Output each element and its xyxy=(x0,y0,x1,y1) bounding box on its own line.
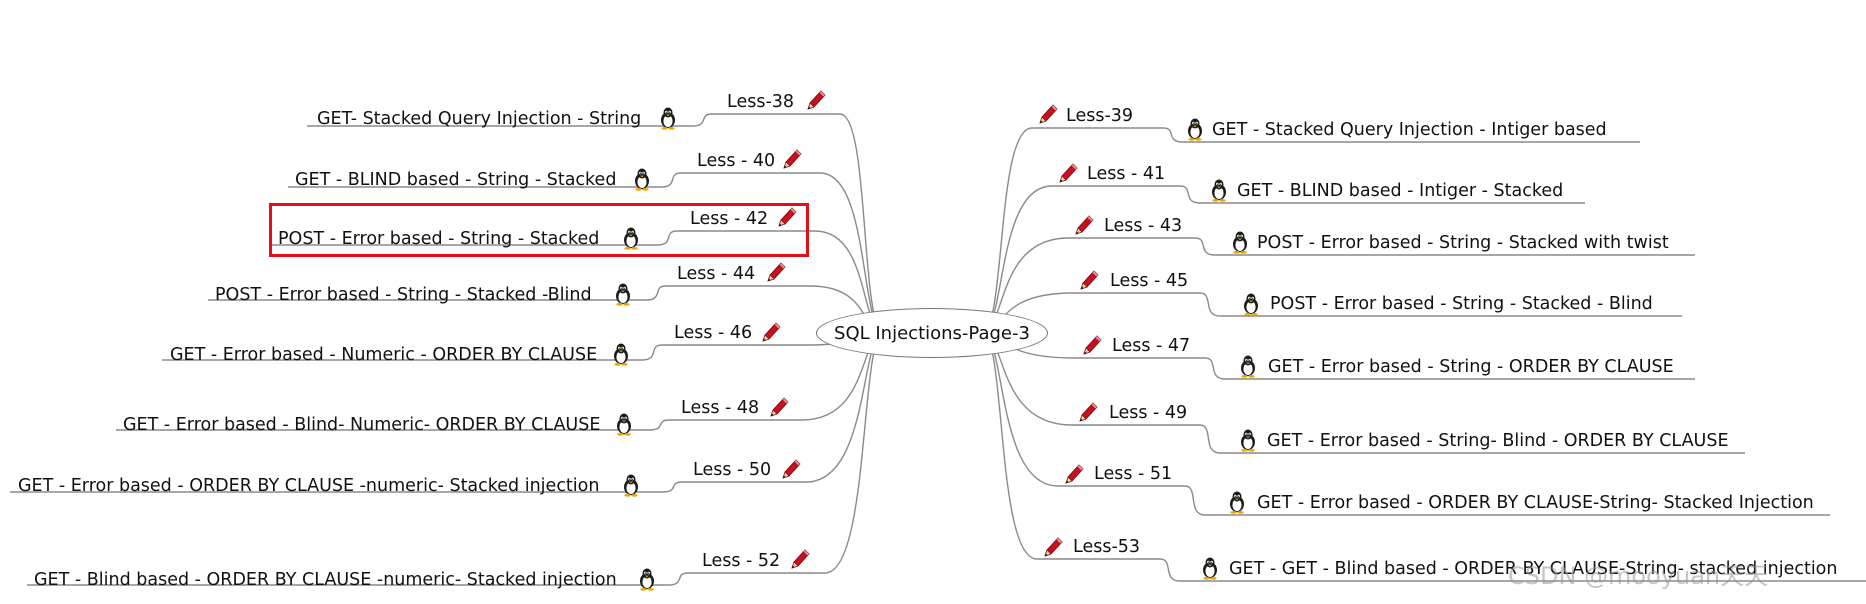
branch-connector xyxy=(691,113,713,127)
tux-penguin-icon xyxy=(636,567,658,591)
central-node[interactable]: SQL Injections-Page-3 xyxy=(816,308,1048,358)
tux-penguin-icon xyxy=(1184,117,1206,141)
less-node-label[interactable]: Less-53 xyxy=(1073,537,1141,557)
topic-node-label[interactable]: GET - Error based - String- Blind - ORDE… xyxy=(1267,431,1729,451)
left-trunk-line xyxy=(819,172,885,333)
pencil-icon xyxy=(780,457,802,481)
less-node-label[interactable]: Less-39 xyxy=(1066,106,1134,126)
topic-node-label[interactable]: POST - Error based - String - Stacked -B… xyxy=(215,285,592,305)
pencil-icon xyxy=(781,147,803,171)
tux-penguin-icon xyxy=(1226,490,1248,514)
tux-penguin-icon xyxy=(1240,292,1262,316)
topic-node-label[interactable]: GET - Error based - Blind- Numeric- ORDE… xyxy=(123,415,601,435)
branch-connector xyxy=(1179,185,1201,204)
tux-penguin-icon xyxy=(620,473,642,497)
topic-node-label[interactable]: POST - Error based - String - Stacked wi… xyxy=(1257,233,1669,253)
less-node-label[interactable]: Less - 41 xyxy=(1087,164,1166,184)
topic-node-label[interactable]: GET - BLIND based - Intiger - Stacked xyxy=(1237,181,1564,201)
branch-connector xyxy=(660,172,682,188)
tux-penguin-icon xyxy=(1208,178,1230,202)
tux-penguin-icon xyxy=(1229,230,1251,254)
less-node-label[interactable]: Less - 43 xyxy=(1104,216,1183,236)
pencil-icon xyxy=(1063,462,1085,486)
less-node-label[interactable]: Less - 40 xyxy=(697,151,776,171)
topic-node-label[interactable]: GET - BLIND based - String - Stacked xyxy=(295,170,617,190)
pencil-icon xyxy=(765,260,787,284)
tux-penguin-icon xyxy=(620,226,642,250)
watermark-text: CSDN @mooyuan天天 xyxy=(1508,562,1769,590)
branch-connector xyxy=(1199,292,1221,317)
right-trunk-line xyxy=(981,331,1038,560)
branch-connector xyxy=(1184,485,1206,516)
topic-node-label[interactable]: GET - Stacked Query Injection - Intiger … xyxy=(1212,120,1607,140)
pencil-icon xyxy=(1057,161,1079,185)
less-node-label[interactable]: Less - 49 xyxy=(1109,403,1188,423)
pencil-icon xyxy=(805,88,827,112)
topic-node-label[interactable]: POST - Error based - String - Stacked xyxy=(278,229,600,249)
pencil-icon xyxy=(1078,268,1100,292)
less-node-label[interactable]: Less - 51 xyxy=(1094,464,1173,484)
tux-penguin-icon xyxy=(1199,556,1221,580)
pencil-icon xyxy=(768,395,790,419)
pencil-icon xyxy=(776,205,798,229)
topic-node-label[interactable]: GET - Error based - Numeric - ORDER BY C… xyxy=(170,345,598,365)
pencil-icon xyxy=(1077,400,1099,424)
left-trunk-line xyxy=(839,113,885,333)
tux-penguin-icon xyxy=(612,282,634,306)
branch-connector xyxy=(661,481,683,493)
less-node-label[interactable]: Less - 42 xyxy=(690,209,769,229)
branch-connector xyxy=(1199,424,1221,454)
pencil-icon xyxy=(789,547,811,571)
less-node-label[interactable]: Less - 46 xyxy=(674,323,753,343)
topic-node-label[interactable]: GET - Error based - String - ORDER BY CL… xyxy=(1268,357,1674,377)
topic-node-label[interactable]: POST - Error based - String - Stacked - … xyxy=(1270,294,1653,314)
tux-penguin-icon xyxy=(631,167,653,191)
less-node-label[interactable]: Less - 52 xyxy=(702,551,781,571)
branch-connector xyxy=(1159,558,1181,582)
pencil-icon xyxy=(1073,213,1095,237)
branch-connector xyxy=(648,419,670,431)
branch-connector xyxy=(1204,357,1226,380)
topic-node-label[interactable]: GET - Error based - ORDER BY CLAUSE -num… xyxy=(18,476,600,496)
tux-penguin-icon xyxy=(657,106,679,130)
less-node-label[interactable]: Less - 44 xyxy=(677,264,756,284)
topic-node-label[interactable]: GET - GET - Blind based - ORDER BY CLAUS… xyxy=(1229,559,1838,579)
branch-connector xyxy=(645,285,667,301)
pencil-icon xyxy=(1037,102,1059,126)
tux-penguin-icon xyxy=(1237,428,1259,452)
branch-connector xyxy=(1162,127,1184,143)
selection-highlight-box xyxy=(269,203,809,257)
pencil-icon xyxy=(1042,535,1064,559)
less-node-label[interactable]: Less - 48 xyxy=(681,398,760,418)
less-node-label[interactable]: Less-38 xyxy=(727,92,795,112)
topic-node-label[interactable]: GET - Blind based - ORDER BY CLAUSE -num… xyxy=(34,570,617,590)
branch-connector xyxy=(667,572,689,586)
less-node-label[interactable]: Less - 45 xyxy=(1110,271,1189,291)
tux-penguin-icon xyxy=(613,412,635,436)
left-trunk-line xyxy=(824,331,885,574)
tux-penguin-icon xyxy=(1237,354,1259,378)
less-node-label[interactable]: Less - 50 xyxy=(693,460,772,480)
less-node-label[interactable]: Less - 47 xyxy=(1112,336,1191,356)
pencil-icon xyxy=(1081,333,1103,357)
central-node-label: SQL Injections-Page-3 xyxy=(834,322,1030,344)
tux-penguin-icon xyxy=(610,342,632,366)
pencil-icon xyxy=(760,320,782,344)
branch-connector xyxy=(641,344,663,361)
topic-node-label[interactable]: GET- Stacked Query Injection - String xyxy=(317,109,642,129)
topic-node-label[interactable]: GET - Error based - ORDER BY CLAUSE-Stri… xyxy=(1257,493,1814,513)
branch-connector xyxy=(1194,237,1216,256)
branch-connector xyxy=(656,230,678,246)
